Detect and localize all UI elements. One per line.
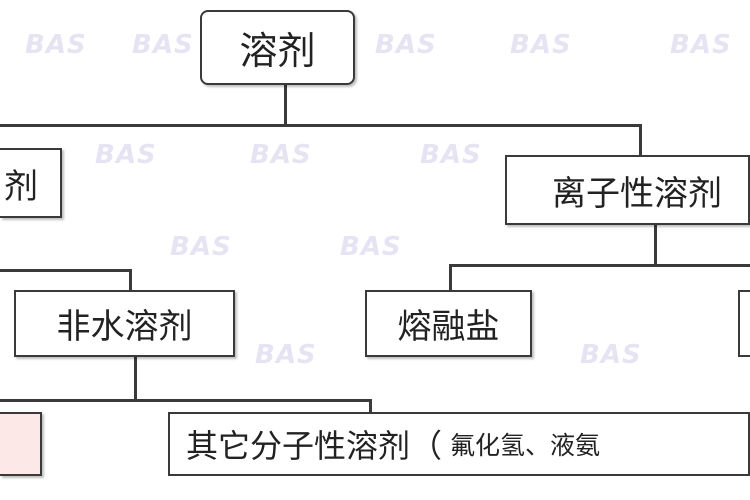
connector — [129, 269, 132, 291]
connector — [449, 264, 452, 291]
watermark: BAS — [340, 232, 402, 262]
connector — [0, 399, 372, 402]
node-right-partial — [738, 290, 750, 357]
node-solvent: 溶剂 — [200, 10, 355, 85]
watermark: BAS — [170, 232, 232, 262]
watermark: BAS — [670, 30, 732, 60]
node-left-partial: 剂 — [0, 148, 62, 218]
watermark: BAS — [95, 140, 157, 170]
connector — [284, 85, 287, 126]
node-pink-partial — [0, 412, 42, 476]
node-examples: 氟化氢、液氨 — [450, 431, 601, 460]
connector — [654, 225, 657, 266]
connector — [639, 124, 642, 156]
node-ionic-solvent: 离子性溶剂 — [505, 155, 750, 225]
watermark: BAS — [580, 340, 642, 370]
watermark: BAS — [25, 30, 87, 60]
connector — [134, 357, 137, 401]
node-label: 溶剂 — [239, 29, 316, 73]
node-label: 剂 — [4, 166, 38, 207]
node-label: 离子性溶剂 — [552, 173, 722, 214]
watermark: BAS — [132, 30, 194, 60]
connector — [0, 269, 131, 272]
watermark: BAS — [255, 340, 317, 370]
node-label: 熔融盐 — [397, 307, 500, 347]
connector — [369, 399, 372, 413]
connector — [449, 264, 750, 267]
node-molten-salt: 熔融盐 — [365, 290, 532, 357]
watermark: BAS — [250, 140, 312, 170]
node-nonaqueous-solvent: 非水溶剂 — [14, 290, 235, 357]
node-label: 非水溶剂 — [56, 307, 193, 347]
node-label: 其它分子性溶剂（ — [186, 427, 443, 465]
node-other-molecular-solvent: 其它分子性溶剂（ 氟化氢、液氨 — [168, 412, 750, 476]
watermark: BAS — [375, 30, 437, 60]
watermark: BAS — [420, 140, 482, 170]
connector — [0, 124, 642, 127]
watermark: BAS — [510, 30, 572, 60]
